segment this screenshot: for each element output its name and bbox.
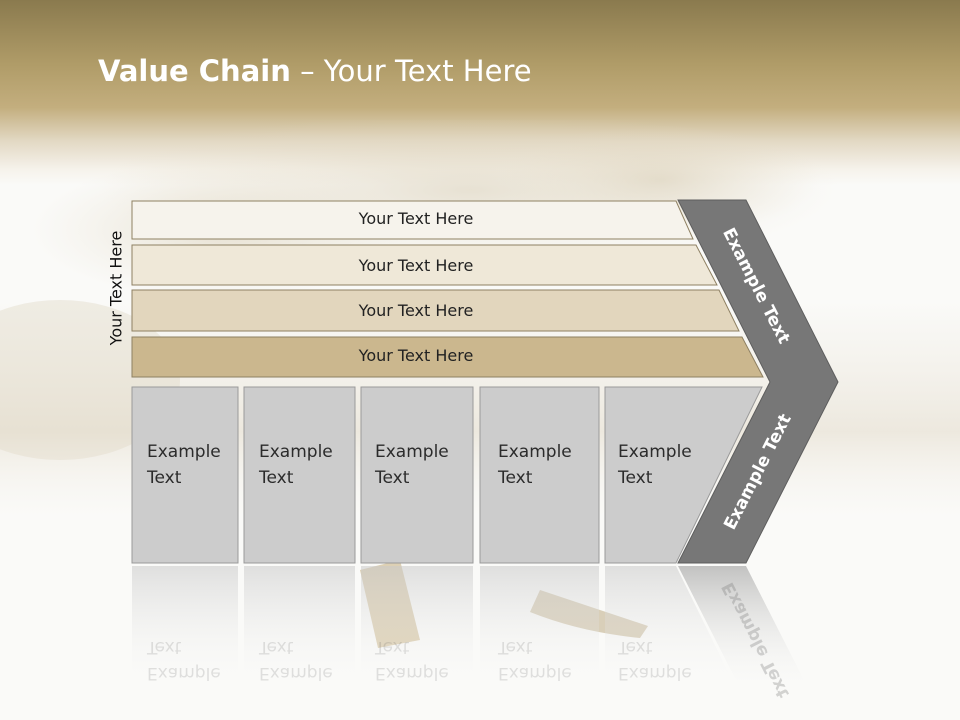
activity-box-5 bbox=[604, 386, 763, 564]
activity-reflection-1 bbox=[132, 566, 238, 696]
activity-text-reflection-3: Example Text bbox=[375, 634, 449, 686]
slide-title: Value Chain – Your Text Here bbox=[98, 54, 532, 88]
activity-text-reflection-5: Example Text bbox=[618, 634, 692, 686]
activity-text-reflection-1-line1: Example bbox=[147, 663, 221, 683]
arrow-reflection bbox=[678, 566, 812, 696]
activity-text-3-line2: Text bbox=[375, 468, 410, 488]
support-bar-label-2: Your Text Here bbox=[358, 256, 474, 275]
activity-text-2-line2: Text bbox=[259, 468, 294, 488]
activity-text-reflection-1: Example Text bbox=[147, 634, 221, 686]
support-bar-label-4: Your Text Here bbox=[358, 346, 474, 365]
support-bar-4 bbox=[131, 336, 764, 378]
activity-text-3: Example Text bbox=[375, 439, 449, 491]
activity-text-reflection-4: Example Text bbox=[498, 634, 572, 686]
support-bar-1 bbox=[131, 200, 694, 240]
support-bar-label-1: Your Text Here bbox=[358, 209, 474, 228]
activity-reflection-3 bbox=[361, 566, 473, 696]
margin-arrow bbox=[677, 199, 839, 564]
activity-reflection-4 bbox=[480, 566, 599, 696]
activity-text-reflection-3-line2: Text bbox=[375, 637, 410, 657]
activity-text-4: Example Text bbox=[498, 439, 572, 491]
activity-text-4-line1: Example bbox=[498, 442, 572, 462]
activity-text-reflection-4-line2: Text bbox=[498, 637, 533, 657]
activity-text-reflection-2-line2: Text bbox=[259, 637, 294, 657]
activity-text-1: Example Text bbox=[147, 439, 221, 491]
activity-text-reflection-5-line1: Example bbox=[618, 663, 692, 683]
activity-text-reflection-2-line1: Example bbox=[259, 663, 333, 683]
activity-text-1-line2: Text bbox=[147, 468, 182, 488]
activity-text-reflection-5-line2: Text bbox=[618, 637, 653, 657]
activity-text-5-line2: Text bbox=[618, 468, 653, 488]
activity-text-1-line1: Example bbox=[147, 442, 221, 462]
activity-text-5: Example Text bbox=[618, 439, 692, 491]
activity-box-2 bbox=[243, 386, 356, 564]
side-axis-label: Your Text Here bbox=[106, 230, 126, 346]
activity-text-3-line1: Example bbox=[375, 442, 449, 462]
support-bar-3 bbox=[131, 289, 740, 332]
activity-text-reflection-3-line1: Example bbox=[375, 663, 449, 683]
activity-box-3 bbox=[360, 386, 474, 564]
activity-text-reflection-2: Example Text bbox=[259, 634, 333, 686]
activity-text-2: Example Text bbox=[259, 439, 333, 491]
activity-text-reflection-4-line1: Example bbox=[498, 663, 572, 683]
title-bold-text: Value Chain bbox=[98, 54, 291, 88]
support-bar-label-3: Your Text Here bbox=[358, 301, 474, 320]
activity-box-1 bbox=[131, 386, 239, 564]
activity-text-reflection-1-line2: Text bbox=[147, 637, 182, 657]
title-subtitle-text: – Your Text Here bbox=[290, 54, 532, 88]
activity-text-2-line1: Example bbox=[259, 442, 333, 462]
activity-text-4-line2: Text bbox=[498, 468, 533, 488]
activity-reflection-5 bbox=[605, 566, 740, 696]
reflection-group bbox=[132, 566, 812, 696]
activity-box-4 bbox=[479, 386, 600, 564]
activity-text-5-line1: Example bbox=[618, 442, 692, 462]
support-bar-2 bbox=[131, 244, 718, 286]
activity-reflection-2 bbox=[244, 566, 355, 696]
